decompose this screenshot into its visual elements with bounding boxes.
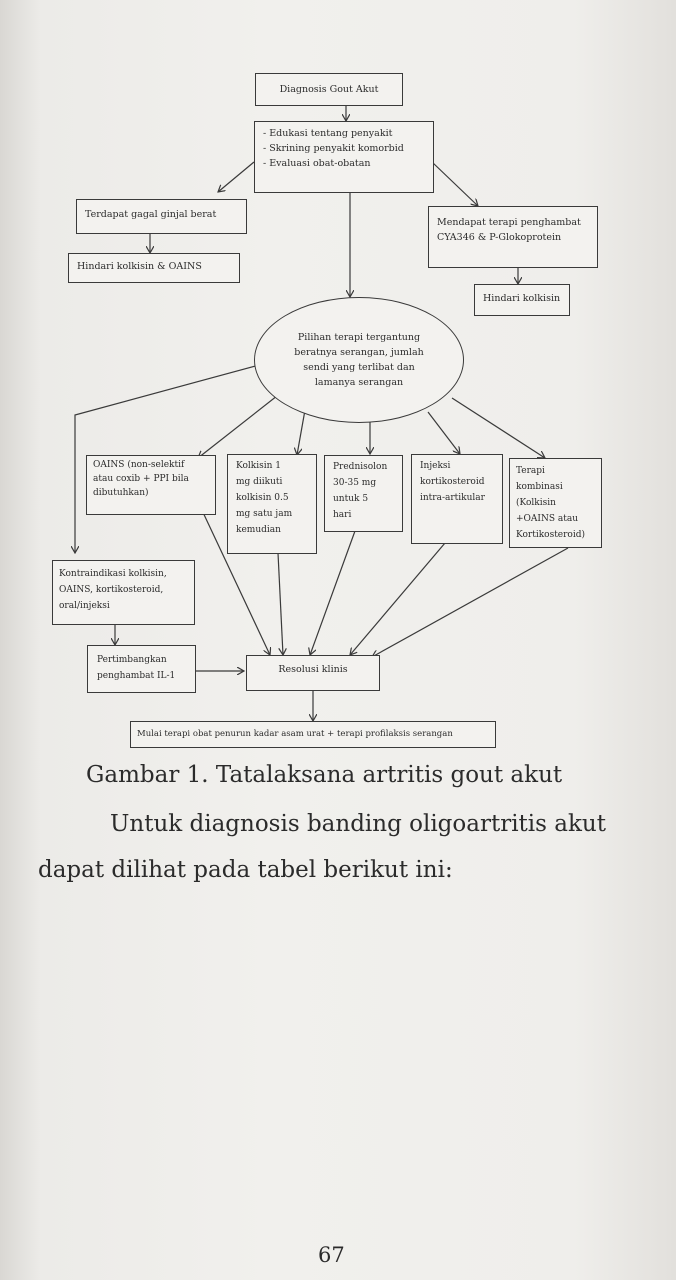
combination-therapy-box: Terapi kombinasi (Kolkisin +OAINS atau K… [509, 458, 602, 548]
contraindication-line-3: oral/injeksi [59, 601, 110, 611]
therapy-choice-line-3: sendi yang terlibat dan [303, 362, 415, 373]
education-box: - Edukasi tentang penyakit - Skrining pe… [254, 121, 434, 193]
combination-line-3: (Kolkisin [516, 498, 556, 508]
clinical-resolution-label: Resolusi klinis [278, 664, 348, 675]
colchicine-line-4: mg satu jam [236, 509, 293, 519]
prednisolone-line-4: hari [333, 510, 352, 520]
injection-line-1: Injeksi [420, 461, 451, 471]
colchicine-line-3: kolkisin 0.5 [236, 493, 289, 503]
final-step-box: Mulai terapi obat penurun kadar asam ura… [130, 721, 496, 748]
corticosteroid-injection-box: Injeksi kortikosteroid intra-artikular [411, 454, 503, 544]
cyp-therapy-line-2: CYA346 & P-Glokoprotein [437, 232, 562, 243]
colchicine-line-5: kemudian [236, 525, 281, 535]
paragraph-line-2: dapat dilihat pada tabel berikut ini: [38, 857, 453, 883]
il1-inhibitor-box: Pertimbangkan penghambat IL-1 [87, 645, 196, 693]
colchicine-line-2: mg diikuti [236, 477, 283, 487]
diagnosis-box: Diagnosis Gout Akut [255, 73, 403, 106]
therapy-choice-ellipse: Pilihan terapi tergantung beratnya seran… [254, 297, 464, 423]
prednisolone-box: Prednisolon 30-35 mg untuk 5 hari [324, 455, 403, 532]
colchicine-line-1: Kolkisin 1 [236, 461, 281, 471]
clinical-resolution-box: Resolusi klinis [246, 655, 380, 691]
avoid-colchicine-box: Hindari kolkisin [474, 284, 570, 316]
prednisolone-line-3: untuk 5 [333, 494, 369, 504]
avoid-colchicine-label: Hindari kolkisin [483, 293, 561, 304]
combination-line-5: Kortikosteroid) [516, 530, 586, 540]
combination-line-4: +OAINS atau [516, 514, 579, 524]
colchicine-box: Kolkisin 1 mg diikuti kolkisin 0.5 mg sa… [227, 454, 317, 554]
therapy-choice-line-4: lamanya serangan [314, 377, 404, 388]
cyp-therapy-line-1: Mendapat terapi penghambat [437, 217, 581, 228]
avoid-colchicine-nsaid-box: Hindari kolkisin & OAINS [68, 253, 240, 283]
avoid-colchicine-nsaid-label: Hindari kolkisin & OAINS [77, 261, 202, 272]
therapy-choice-line-1: Pilihan terapi tergantung [297, 332, 421, 343]
combination-line-1: Terapi [516, 466, 545, 476]
kidney-failure-box: Terdapat gagal ginjal berat [76, 199, 247, 234]
education-line-2: - Skrining penyakit komorbid [263, 143, 404, 154]
contraindication-line-1: Kontraindikasi kolkisin, [59, 569, 167, 579]
education-line-3: - Evaluasi obat-obatan [263, 158, 371, 169]
final-step-label: Mulai terapi obat penurun kadar asam ura… [137, 729, 453, 739]
therapy-choice-line-2: beratnya serangan, jumlah [294, 347, 424, 358]
il1-inhibitor-line-1: Pertimbangkan [97, 655, 167, 665]
prednisolone-line-1: Prednisolon [333, 462, 388, 472]
flowchart-connectors [0, 105, 569, 800]
paragraph-line-1: Untuk diagnosis banding oligoartritis ak… [110, 811, 606, 837]
oains-line-2: atau coxib + PPI bila [93, 474, 189, 484]
kidney-failure-label: Terdapat gagal ginjal berat [85, 209, 217, 220]
contraindication-box: Kontraindikasi kolkisin, OAINS, kortikos… [52, 560, 195, 625]
oains-box: OAINS (non-selektif atau coxib + PPI bil… [86, 455, 216, 515]
education-line-1: - Edukasi tentang penyakit [263, 128, 393, 139]
il1-inhibitor-line-2: penghambat IL-1 [97, 671, 176, 681]
diagnosis-label: Diagnosis Gout Akut [279, 84, 379, 95]
injection-line-3: intra-artikular [420, 493, 485, 503]
page-number: 67 [318, 1243, 345, 1267]
oains-line-3: dibutuhkan) [93, 488, 149, 498]
contraindication-line-2: OAINS, kortikosteroid, [59, 585, 164, 595]
combination-line-2: kombinasi [516, 482, 563, 492]
oains-line-1: OAINS (non-selektif [93, 460, 185, 470]
figure-caption: Gambar 1. Tatalaksana artritis gout akut [86, 762, 563, 788]
injection-line-2: kortikosteroid [420, 477, 485, 487]
cyp-therapy-box: Mendapat terapi penghambat CYA346 & P-Gl… [428, 206, 598, 268]
prednisolone-line-2: 30-35 mg [333, 478, 377, 488]
